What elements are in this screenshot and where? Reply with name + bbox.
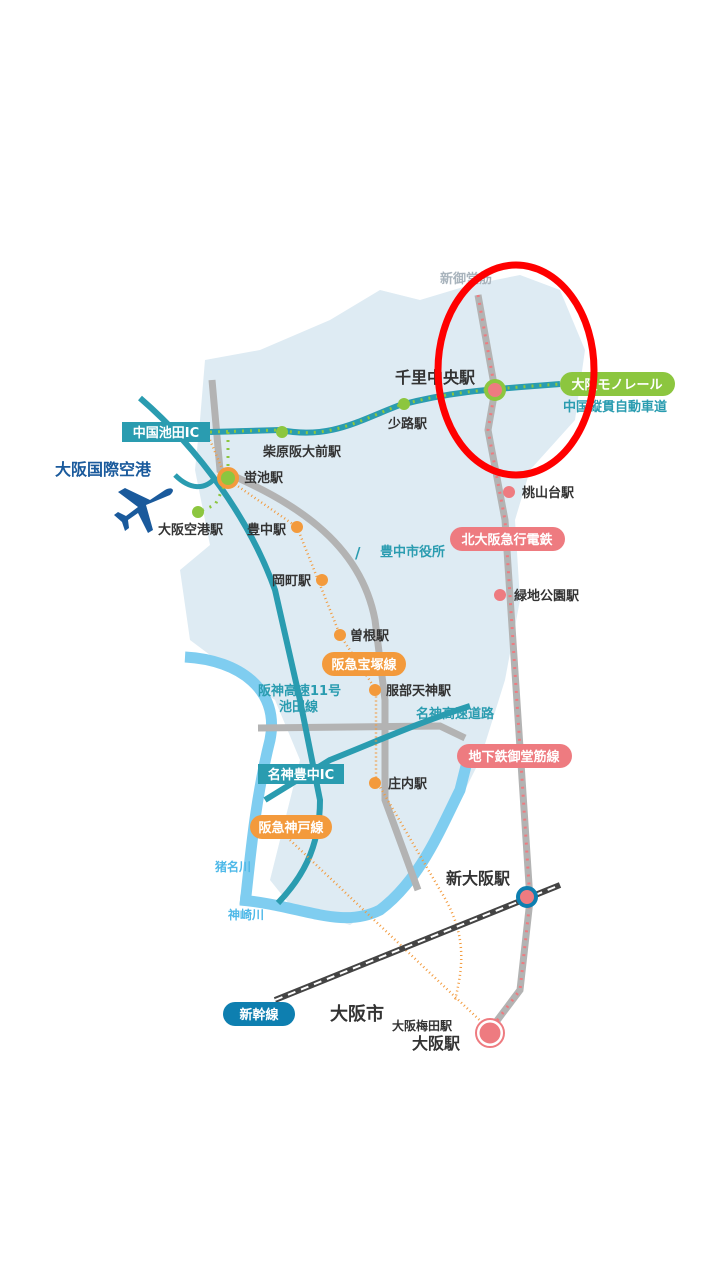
city-hall-label: 豊中市役所 — [380, 544, 445, 560]
toyonaka-label: 豊中駅 — [247, 522, 287, 538]
kanzaki-river-label: 神崎川 — [228, 907, 264, 922]
monorail-badge — [560, 372, 675, 396]
meishin-label: 名神高速道路 — [416, 706, 495, 722]
shibahara-label: 柴原阪大前駅 — [262, 444, 342, 460]
airport-spur — [173, 473, 217, 490]
shonai-label: 庄内駅 — [388, 776, 428, 792]
shinkansen-badge — [223, 1002, 295, 1026]
momoyamadai-marker[interactable] — [503, 486, 515, 498]
osaka-marker[interactable] — [476, 1019, 504, 1047]
toyonaka-marker[interactable] — [291, 521, 303, 533]
shin-osaka-marker[interactable] — [516, 886, 538, 908]
meishin-expressway — [263, 703, 471, 803]
sone-label: 曽根駅 — [350, 628, 390, 644]
shinkansen-dashes — [274, 884, 561, 1001]
okamachi-label: 岡町駅 — [272, 574, 312, 589]
chugoku-ikeda-ic-label: 中国池田IC — [133, 425, 199, 441]
gray-road-west — [208, 379, 422, 892]
hattori-label: 服部天神駅 — [386, 683, 452, 699]
midosuji-label: 地下鉄御堂筋線 — [468, 749, 560, 765]
chugoku-expressway-label: 中国縦貫自動車道 — [563, 399, 667, 415]
osaka-label: 大阪駅 — [412, 1034, 461, 1053]
hotarugaike-marker[interactable] — [217, 467, 239, 489]
umeda-label: 大阪梅田駅 — [392, 1018, 453, 1033]
takarazuka-badge — [322, 652, 406, 676]
kita-osaka-label: 北大阪急行電鉄 — [461, 532, 552, 548]
hotarugaike-label: 蛍池駅 — [244, 470, 284, 486]
shoji-marker[interactable] — [398, 398, 410, 410]
osaka-city-label: 大阪市 — [330, 1003, 384, 1025]
shibahara-marker[interactable] — [276, 426, 288, 438]
hanshin-ikeda-label-1: 阪神高速11号 — [258, 683, 341, 699]
senri-chuo-marker[interactable] — [484, 379, 506, 401]
shonai-marker[interactable] — [369, 777, 381, 789]
kobe-badge — [250, 815, 332, 839]
meishin-toyonaka-ic-badge — [258, 764, 344, 784]
sone-marker[interactable] — [334, 629, 346, 641]
kanzaki-river — [239, 748, 476, 924]
osaka-airport-station-label: 大阪空港駅 — [158, 522, 224, 538]
svg-text:/: / — [355, 544, 361, 562]
ryokuchi-marker[interactable] — [494, 589, 506, 601]
osaka-marker-ring — [475, 1018, 505, 1048]
ryokuchi-label: 緑地公園駅 — [514, 588, 580, 604]
ina-river — [184, 651, 277, 906]
hattori-marker[interactable] — [369, 684, 381, 696]
meishin-toyonaka-ic-label: 名神豊中IC — [268, 767, 334, 783]
shoji-label: 少路駅 — [387, 416, 428, 432]
airport-label: 大阪国際空港 — [55, 460, 152, 479]
kita-osaka-badge — [450, 527, 565, 551]
shinkansen-label: 新幹線 — [239, 1007, 279, 1023]
midosuji-badge — [457, 744, 572, 768]
gray-road-horizontal — [257, 722, 467, 742]
monorail-label: 大阪モノレール — [571, 377, 662, 393]
hanshin-ikeda-label-2: 池田線 — [279, 699, 319, 715]
monorail-dots — [209, 382, 561, 435]
okamachi-marker[interactable] — [316, 574, 328, 586]
ina-river-label: 猪名川 — [214, 859, 251, 874]
shin-osaka-label: 新大阪駅 — [446, 869, 511, 888]
airplane-icon — [114, 488, 173, 533]
momoyamadai-label: 桃山台駅 — [522, 485, 575, 501]
chugoku-ikeda-ic-badge — [122, 422, 210, 442]
hanshin-ikeda-expressway — [138, 395, 324, 906]
osaka-airport-station-marker[interactable] — [192, 506, 204, 518]
kobe-label: 阪急神戸線 — [258, 820, 324, 836]
takarazuka-label: 阪急宝塚線 — [331, 657, 397, 673]
highlight-ellipse — [434, 261, 598, 479]
